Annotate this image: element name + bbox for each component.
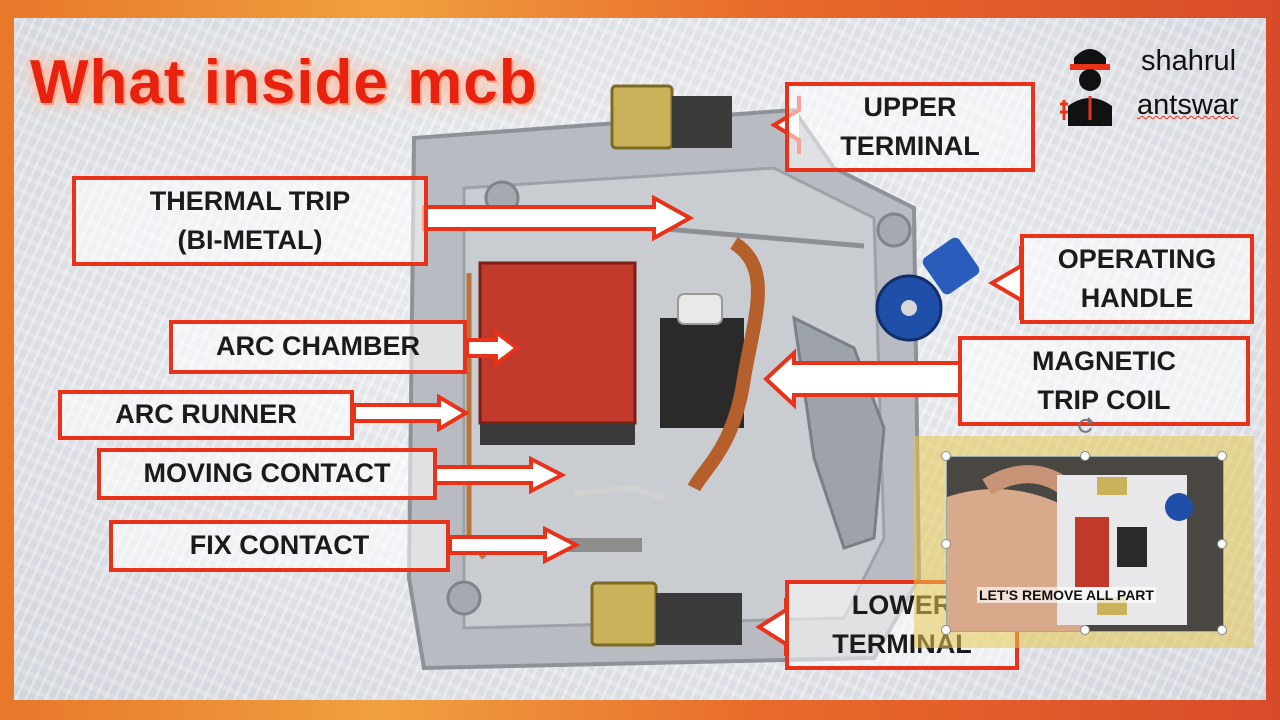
arrow-fix-contact	[448, 525, 581, 565]
operating-handle-lever	[922, 237, 980, 295]
moving-contact-arm	[573, 484, 665, 501]
resize-handle-bottom[interactable]	[1080, 625, 1090, 635]
mcb-hole-top	[876, 212, 912, 248]
arrow-thermal-trip	[422, 194, 695, 242]
lower-terminal-block	[590, 581, 658, 647]
arrow-arc-runner	[352, 393, 470, 433]
resize-handle-tr[interactable]	[1217, 451, 1227, 461]
label-operating-handle: OPERATING HANDLE	[1020, 234, 1254, 324]
page-title: What inside mcb	[30, 48, 538, 117]
upper-terminal-screw	[672, 96, 732, 148]
label-magnetic-trip-coil-line1: MAGNETIC	[1032, 345, 1176, 376]
arrow-moving-contact	[433, 455, 567, 495]
electrician-plug-icon	[1060, 49, 1112, 126]
label-magnetic-trip-coil: MAGNETIC TRIP COIL	[958, 336, 1250, 426]
label-thermal-trip: THERMAL TRIP (BI-METAL)	[72, 176, 428, 266]
arrow-operating-handle	[988, 246, 1023, 320]
lower-terminal-screw	[656, 593, 742, 645]
coil-plunger	[677, 293, 723, 325]
operating-handle-pin	[901, 300, 917, 316]
label-thermal-trip-line1: THERMAL TRIP	[149, 185, 351, 216]
label-arc-runner: ARC RUNNER	[58, 390, 354, 440]
resize-handle-bl[interactable]	[941, 625, 951, 635]
mcb-hole-bottom	[446, 580, 482, 616]
resize-handle-br[interactable]	[1217, 625, 1227, 635]
inset-caption: LET'S REMOVE ALL PART	[977, 587, 1156, 603]
label-moving-contact: MOVING CONTACT	[97, 448, 437, 500]
resize-handle-left[interactable]	[941, 539, 951, 549]
upper-terminal-block	[610, 84, 674, 150]
label-magnetic-trip-coil-line2: TRIP COIL	[1037, 385, 1171, 415]
resize-handle-top[interactable]	[1080, 451, 1090, 461]
resize-handle-tl[interactable]	[941, 451, 951, 461]
resize-handle-right[interactable]	[1217, 539, 1227, 549]
fix-contact-bar	[562, 538, 642, 552]
arrow-magnetic-coil	[763, 348, 960, 410]
label-operating-handle-line2: HANDLE	[1080, 283, 1194, 313]
arc-chamber-plates	[480, 423, 635, 445]
inset-video-thumbnail[interactable]: LET'S REMOVE ALL PART	[946, 456, 1224, 632]
mcb-illustration	[352, 84, 1023, 671]
label-fix-contact: FIX CONTACT	[109, 520, 450, 572]
label-upper-terminal: UPPER TERMINAL	[785, 82, 1035, 172]
label-upper-terminal-line1: UPPER	[863, 91, 957, 122]
diagram-stage: What inside mcb shahrul antswar UPPER TE…	[14, 18, 1266, 700]
inset-photo	[947, 457, 1223, 631]
label-thermal-trip-line2: (BI-METAL)	[177, 225, 323, 255]
rotate-handle-icon[interactable]	[1075, 416, 1095, 436]
magnetic-coil	[660, 318, 744, 428]
brand-name-line2: antswar	[1137, 89, 1239, 121]
label-operating-handle-line1: OPERATING	[1057, 243, 1217, 274]
arrow-arc-chamber	[465, 327, 521, 369]
braided-wire	[687, 237, 765, 492]
bimetal-strip	[653, 225, 865, 249]
label-arc-chamber: ARC CHAMBER	[169, 320, 467, 374]
label-upper-terminal-line2: TERMINAL	[840, 131, 980, 161]
brand-name-line1: shahrul	[1141, 45, 1237, 77]
